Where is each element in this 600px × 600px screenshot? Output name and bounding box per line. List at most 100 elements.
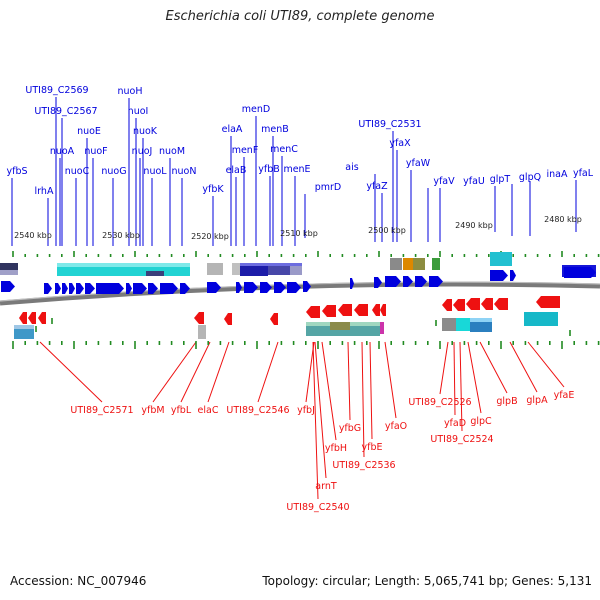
gene-arrow: [270, 313, 278, 325]
homology-block: [14, 325, 34, 329]
genome-backbone: [0, 281, 600, 306]
gene-arrow: [494, 298, 508, 310]
gene-arrow: [85, 283, 95, 294]
gene-arrow: [442, 299, 452, 311]
gene-label: yfaW: [406, 158, 431, 169]
gene-arrow: [415, 276, 427, 287]
homology-block: [240, 263, 268, 276]
gene-arrow: [403, 276, 413, 287]
gene-label: UTI89_C2524: [430, 434, 493, 445]
gene-label: yfbK: [202, 184, 224, 195]
gene-label: glpC: [470, 416, 492, 427]
gene-arrow: [62, 283, 68, 294]
gene-arrow: [306, 306, 320, 318]
gene-label: yfaZ: [366, 181, 388, 192]
gene-leader-line: [347, 341, 351, 421]
gene-label: nuoA: [50, 146, 75, 157]
gene-leader-line: [312, 341, 319, 500]
gene-leader-line: [180, 341, 211, 403]
gene-leader-line: [453, 341, 456, 416]
gene-leader-line: [467, 341, 482, 414]
gene-arrow: [380, 304, 386, 316]
gene-arrow: [133, 283, 147, 294]
gene-arrow: [481, 298, 493, 310]
gene-leader-line: [479, 341, 508, 394]
gene-label: elaC: [198, 405, 219, 416]
gene-arrow: [148, 283, 158, 294]
scale-label: 2480 kbp: [544, 215, 582, 224]
gene-label: glpT: [490, 174, 511, 185]
accession-label: Accession: NC_007946: [10, 574, 147, 588]
gene-label: nuoE: [77, 126, 101, 137]
gene-arrow: [429, 276, 443, 287]
scale-label: 2490 kbp: [455, 221, 493, 230]
bottom-label-leaders: [39, 341, 565, 500]
homology-block: [470, 318, 492, 322]
gene-label: glpB: [496, 396, 517, 407]
gene-label: menE: [283, 164, 310, 175]
gene-arrow: [453, 299, 465, 311]
homology-block: [240, 263, 302, 266]
gene-arrow: [207, 282, 221, 293]
gene-arrow: [19, 312, 27, 324]
gene-leader-line: [152, 341, 197, 403]
gene-label: arnT: [315, 481, 337, 492]
gene-arrow: [96, 283, 124, 294]
homology-block: [57, 263, 190, 267]
gene-label: UTI89_C2567: [34, 106, 97, 117]
gene-arrow: [244, 282, 258, 293]
gene-label: UTI89_C2569: [25, 85, 88, 96]
gene-label: yfbS: [6, 166, 27, 177]
gene-label: UTI89_C2531: [358, 119, 421, 130]
homology-block: [403, 258, 413, 270]
gene-leader-line: [384, 341, 397, 419]
gene-arrow: [564, 267, 596, 278]
gene-leader-line: [509, 341, 538, 393]
gene-arrow: [28, 312, 36, 324]
gene-label: glpQ: [519, 172, 541, 183]
homology-block: [442, 318, 456, 331]
gene-arrow: [322, 305, 336, 317]
homology-block: [413, 258, 425, 270]
genome-backbone-highlight: [0, 281, 600, 302]
homology-block: [330, 322, 350, 330]
gene-leader-line: [527, 341, 565, 388]
gene-arrow: [287, 282, 301, 293]
gene-label: ais: [345, 162, 358, 173]
gene-label: yfaX: [389, 138, 411, 149]
homology-block: [490, 252, 512, 266]
gene-arrow: [160, 283, 178, 294]
scale-label: 2500 kbp: [368, 226, 406, 235]
gene-arrow: [236, 282, 242, 293]
homology-block: [456, 318, 470, 331]
gene-arrow: [536, 296, 560, 308]
gene-label: nuoN: [172, 166, 197, 177]
gene-label: UTI89_C2526: [408, 397, 471, 408]
gene-label: yfbJ: [297, 405, 315, 416]
homology-block: [380, 322, 384, 334]
homology-block: [146, 271, 164, 276]
gene-arrow: [385, 276, 401, 287]
gene-label: glpA: [526, 395, 548, 406]
homology-block: [207, 263, 223, 275]
gene-label: yfbM: [141, 405, 164, 416]
gene-leader-line: [314, 341, 327, 479]
gene-arrow: [510, 270, 516, 281]
gene-label: nuoL: [143, 166, 167, 177]
gene-label: yfaV: [433, 176, 455, 187]
gene-label: yfaU: [463, 176, 485, 187]
homology-block: [524, 312, 558, 326]
page-title: Escherichia coli UTI89, complete genome: [165, 9, 435, 24]
gene-arrow: [38, 312, 46, 324]
gene-label: yfbL: [171, 405, 192, 416]
gene-label: yfbH: [325, 443, 347, 454]
gene-label: nuoG: [101, 166, 126, 177]
homology-block: [232, 263, 240, 275]
gene-arrow: [55, 283, 61, 294]
gene-label: yfaO: [385, 421, 407, 432]
gene-arrow: [69, 283, 75, 294]
scale-label: 2520 kbp: [191, 232, 229, 241]
